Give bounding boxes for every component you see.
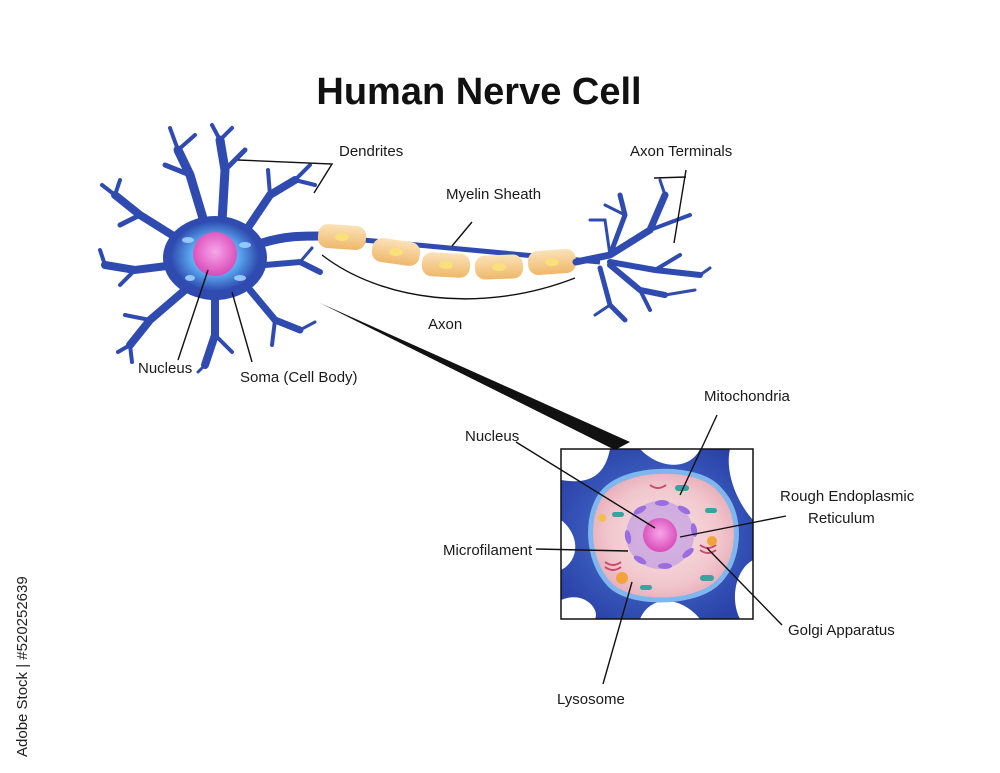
label-lysosome: Lysosome bbox=[557, 691, 625, 708]
mitochondria bbox=[612, 485, 717, 590]
zoom-pointer bbox=[320, 303, 630, 450]
label-inset-nucleus: Nucleus bbox=[465, 428, 519, 445]
label-rough-er-2: Reticulum bbox=[808, 510, 875, 527]
golgi-apparatus bbox=[604, 484, 717, 571]
stock-watermark: Adobe Stock | #520252639 bbox=[14, 576, 31, 757]
soma-organelles bbox=[182, 237, 251, 281]
label-rough-er-1: Rough Endoplasmic bbox=[780, 488, 915, 505]
leader-lines bbox=[177, 159, 787, 685]
neuron-soma-group bbox=[98, 123, 601, 374]
axon-terminals bbox=[572, 178, 712, 323]
myelin-sheath bbox=[317, 224, 577, 280]
label-golgi: Golgi Apparatus bbox=[788, 622, 895, 639]
label-microfilament: Microfilament bbox=[443, 542, 533, 559]
label-myelin-sheath: Myelin Sheath bbox=[446, 186, 541, 203]
label-soma: Soma (Cell Body) bbox=[240, 369, 358, 386]
label-axon-terminals: Axon Terminals bbox=[630, 143, 732, 160]
axon-line bbox=[257, 231, 325, 248]
label-axon: Axon bbox=[428, 316, 462, 333]
dendrites bbox=[98, 123, 323, 374]
rough-er bbox=[624, 500, 698, 569]
labels: Dendrites Myelin Sheath Axon Terminals A… bbox=[138, 143, 915, 708]
label-dendrites: Dendrites bbox=[339, 143, 403, 160]
page-title: Human Nerve Cell bbox=[316, 71, 641, 113]
lysosomes bbox=[598, 514, 717, 584]
label-nucleus: Nucleus bbox=[138, 360, 192, 377]
soma-detail-inset bbox=[560, 448, 754, 620]
label-mitochondria: Mitochondria bbox=[704, 388, 791, 405]
nucleus bbox=[193, 232, 237, 276]
